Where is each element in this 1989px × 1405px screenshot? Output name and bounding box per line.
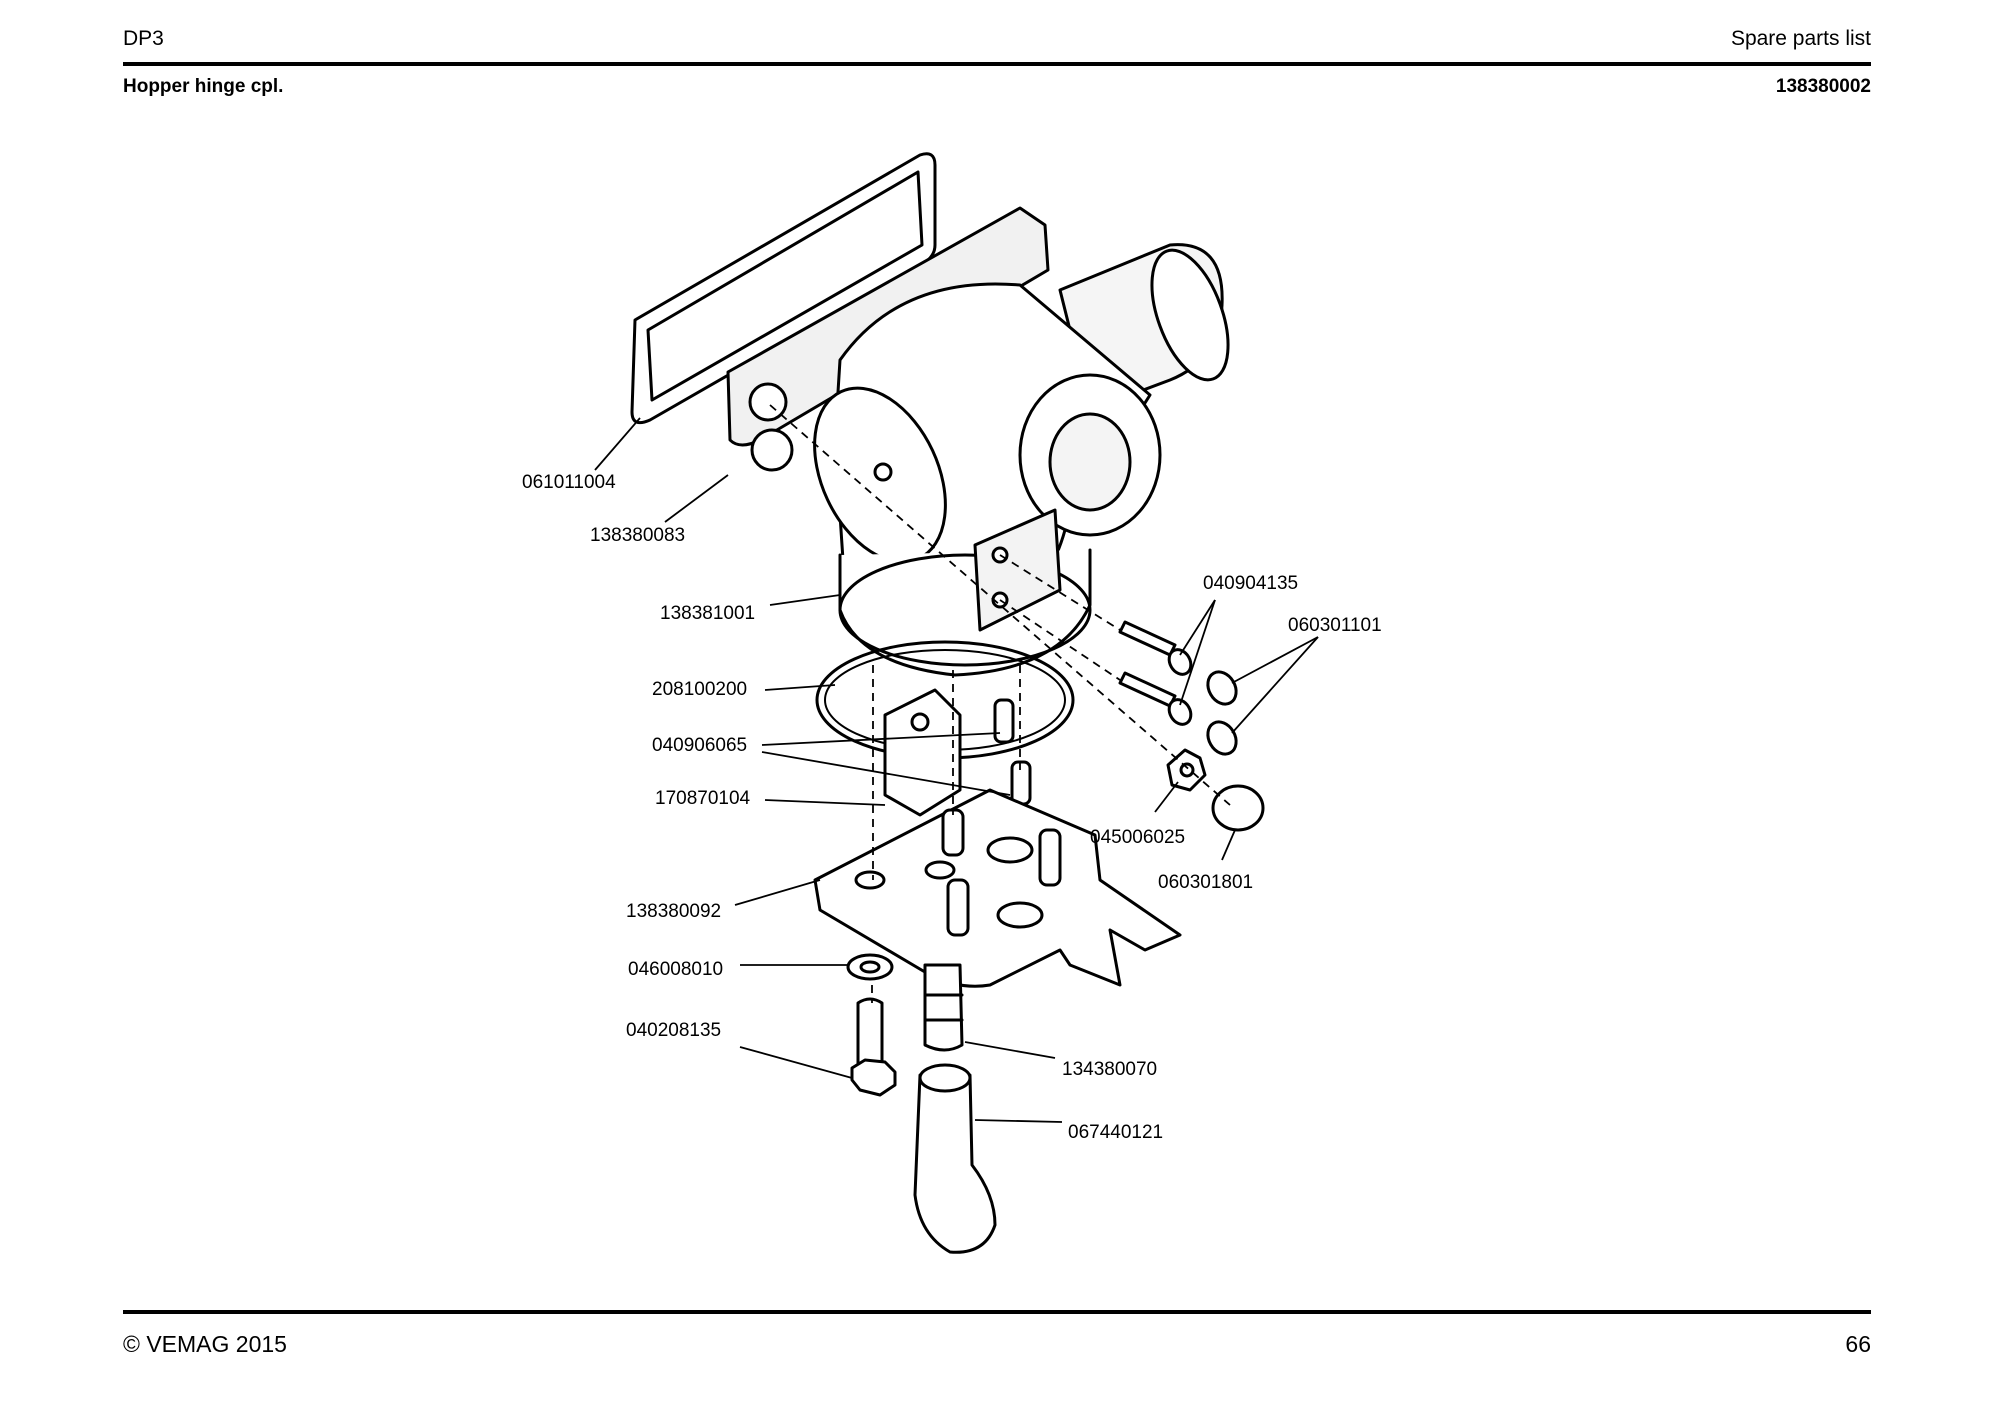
part-label-045006025: 045006025: [1090, 827, 1185, 848]
cap-upper-part: [1206, 670, 1238, 706]
part-label-134380070: 134380070: [1062, 1059, 1157, 1080]
part-label-060301101: 060301101: [1288, 615, 1382, 636]
header-rule: [123, 62, 1871, 66]
part-label-046008010: 046008010: [628, 959, 723, 980]
hose-nipple-part: [923, 963, 964, 1052]
part-label-060301801: 060301801: [1158, 872, 1253, 893]
footer-rule: [123, 1310, 1871, 1314]
part-label-138380092: 138380092: [626, 901, 721, 922]
cap-large-part: [1211, 784, 1265, 832]
part-label-138381001: 138381001: [660, 603, 755, 624]
hose-part: [913, 1066, 997, 1254]
part-label-067440121: 067440121: [1068, 1122, 1163, 1143]
copyright: © VEMAG 2015: [123, 1331, 287, 1357]
document-model: DP3: [123, 27, 164, 50]
part-label-040906065: 040906065: [652, 735, 747, 756]
part-label-208100200: 208100200: [652, 679, 747, 700]
screw-upper-part: [1118, 620, 1177, 657]
cap-lower-part: [1206, 720, 1238, 756]
screw-lower-part: [1118, 671, 1177, 708]
part-label-138380083: 138380083: [590, 525, 685, 546]
part-label-061011004: 061011004: [522, 472, 616, 493]
part-label-040208135: 040208135: [626, 1020, 721, 1041]
assembly-number: 138380002: [1775, 76, 1871, 97]
part-label-170870104: 170870104: [655, 788, 751, 809]
assembly-name: Hopper hinge cpl.: [123, 76, 284, 97]
page-number: 66: [1845, 1331, 1871, 1357]
bolt-part: [856, 997, 884, 1072]
part-label-040904135: 040904135: [1203, 573, 1298, 594]
document-type: Spare parts list: [1730, 27, 1871, 50]
